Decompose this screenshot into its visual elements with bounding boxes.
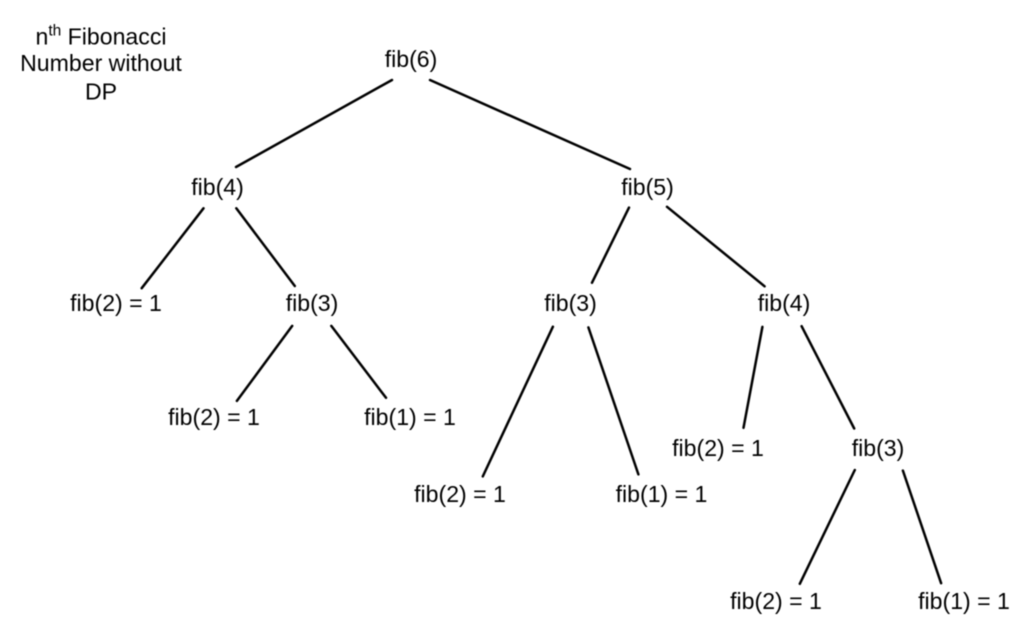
svg-text:fib(3): fib(3)	[852, 435, 905, 461]
svg-text:fib(5): fib(5)	[621, 174, 674, 200]
svg-text:fib(1) = 1: fib(1) = 1	[918, 588, 1010, 614]
svg-text:fib(4): fib(4)	[191, 174, 244, 200]
svg-text:fib(3): fib(3)	[544, 290, 597, 316]
svg-text:Number without: Number without	[20, 50, 182, 76]
svg-text:fib(2) = 1: fib(2) = 1	[730, 588, 822, 614]
svg-text:fib(4): fib(4)	[758, 290, 811, 316]
svg-text:fib(1) = 1: fib(1) = 1	[616, 481, 708, 507]
svg-text:fib(2) = 1: fib(2) = 1	[672, 435, 764, 461]
svg-text:fib(3): fib(3)	[286, 290, 339, 316]
svg-text:nth Fibonacci: nth Fibonacci	[35, 23, 166, 50]
svg-text:fib(2) = 1: fib(2) = 1	[168, 404, 260, 430]
svg-text:fib(6): fib(6)	[385, 46, 438, 72]
svg-text:DP: DP	[85, 79, 117, 105]
svg-text:fib(1) = 1: fib(1) = 1	[364, 404, 456, 430]
svg-text:fib(2) = 1: fib(2) = 1	[70, 290, 162, 316]
svg-text:fib(2) = 1: fib(2) = 1	[414, 481, 506, 507]
